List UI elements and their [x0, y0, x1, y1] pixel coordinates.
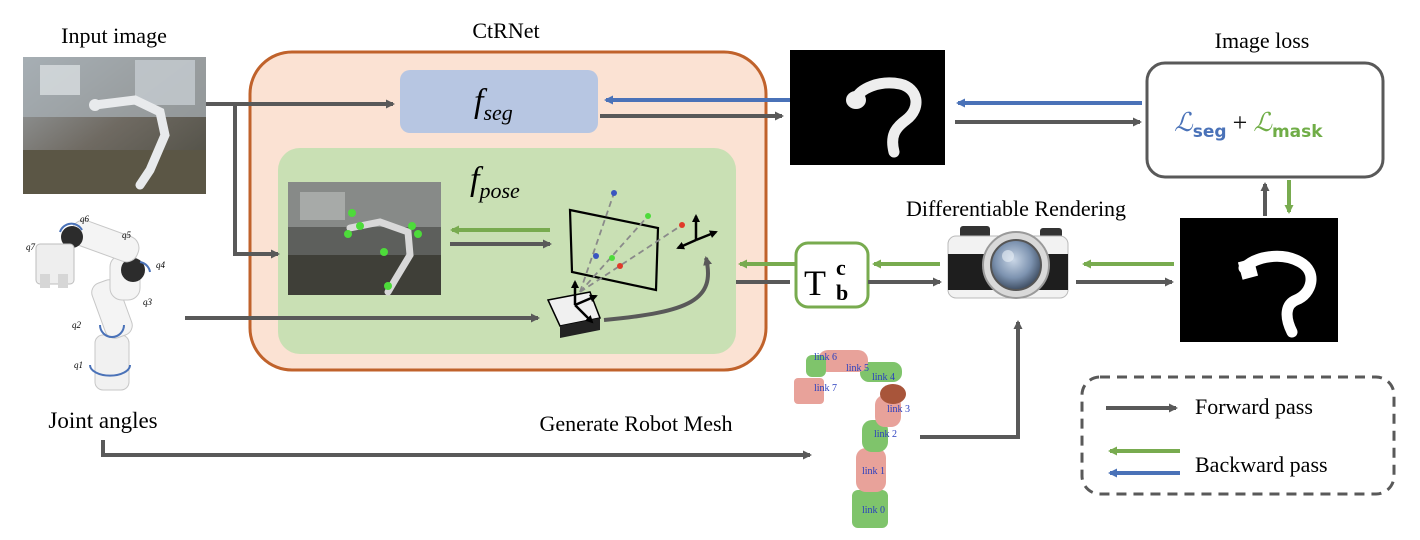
transform-superscript: c — [836, 255, 846, 280]
transform-box — [794, 241, 870, 309]
fseg-box — [400, 70, 598, 133]
mesh-link-label: link 5 — [846, 363, 869, 374]
mesh-link-label: link 1 — [862, 466, 885, 477]
projection-plane — [568, 190, 685, 293]
mesh-link-label: link 4 — [872, 372, 895, 383]
input-image-label: Input image — [61, 23, 167, 48]
image-loss-label: Image loss — [1215, 28, 1310, 53]
robot-base-frame — [546, 280, 602, 338]
joint-symbol: q4 — [156, 260, 166, 270]
rendered-mask — [1180, 218, 1338, 342]
joint-symbol: q6 — [80, 214, 90, 224]
base-to-camera-arrow — [603, 256, 712, 322]
joint-symbol: q5 — [122, 230, 132, 240]
joint-angle-robot: q7 q6 q5 q4 q3 q2 q1 — [26, 214, 166, 391]
input-image — [23, 57, 206, 194]
joint-symbol: q1 — [74, 360, 83, 370]
mesh-link-label: link 7 — [814, 383, 837, 394]
mesh-link-label: link 0 — [862, 505, 885, 516]
camera-icon — [947, 226, 1069, 299]
fseg-label: fseg — [474, 83, 513, 125]
differentiable-rendering-label: Differentiable Rendering — [906, 196, 1126, 221]
mesh-link-label: link 6 — [814, 352, 837, 363]
camera-frame-axes — [676, 214, 718, 250]
generate-robot-mesh-label: Generate Robot Mesh — [539, 411, 732, 436]
legend-backward-label: Backward pass — [1195, 452, 1328, 477]
legend-forward-label: Forward pass — [1195, 394, 1313, 419]
joint-angles-label: Joint angles — [48, 408, 157, 433]
robot-mesh: link 0 link 1 link 2 link 3 link 4 link … — [794, 350, 910, 528]
loss-formula: ℒseg+ℒmask — [1174, 108, 1323, 142]
mesh-link-label: link 3 — [887, 404, 910, 415]
ctrnet-label: CtRNet — [472, 18, 539, 43]
transform-base: T — [804, 263, 826, 303]
mesh-link-label: link 2 — [874, 429, 897, 440]
backward-blue-arrows — [604, 95, 1142, 108]
predicted-mask — [790, 50, 945, 165]
image-loss-box — [1145, 61, 1385, 179]
backward-green-arrows — [450, 180, 1294, 269]
joint-symbol: q2 — [72, 320, 82, 330]
joint-symbol: q3 — [143, 297, 153, 307]
transform-subscript: b — [836, 280, 848, 305]
keypoint-image — [288, 182, 441, 296]
forward-arrows — [101, 99, 1270, 460]
fpose-label: fpose — [470, 161, 520, 203]
joint-symbol: q7 — [26, 242, 36, 252]
